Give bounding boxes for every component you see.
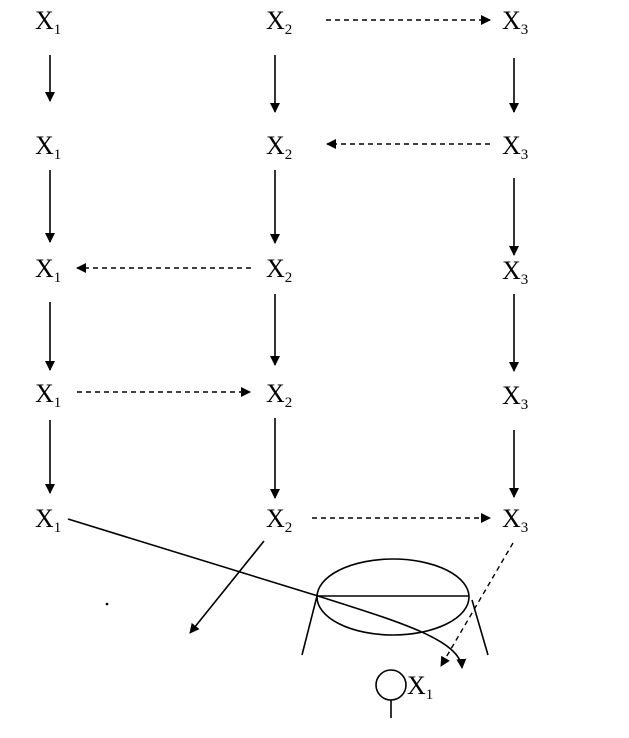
curved-arrow-x1-to-table	[67, 518, 467, 669]
dashed-arrow-x3-down	[440, 542, 514, 667]
label-x1-row1: X1	[35, 131, 62, 163]
label-x1-bottom: X1	[407, 671, 434, 703]
label-x2-row1: X2	[266, 131, 293, 163]
label-x1-row4: X1	[35, 504, 62, 536]
label-x2-row3: X2	[266, 379, 293, 411]
arrow-x2-down-left	[189, 540, 265, 634]
table-top-ellipse	[316, 558, 470, 636]
label-x2-row4: X2	[266, 504, 293, 536]
label-x2-row2: X2	[266, 254, 293, 286]
label-x3-row3: X3	[502, 381, 529, 413]
label-x2-row0: X2	[266, 6, 293, 38]
table-left-leg	[301, 595, 318, 656]
label-x1-row3: X1	[35, 379, 62, 411]
label-x3-row4: X3	[502, 504, 529, 536]
label-x3-row0: X3	[502, 6, 529, 38]
person-head-icon	[375, 669, 407, 701]
label-x3-row1: X3	[502, 131, 529, 163]
label-x1-row0: X1	[35, 6, 62, 38]
stray-dot	[105, 602, 109, 606]
label-x3-row2: X3	[502, 256, 529, 288]
label-x1-row2: X1	[35, 254, 62, 286]
